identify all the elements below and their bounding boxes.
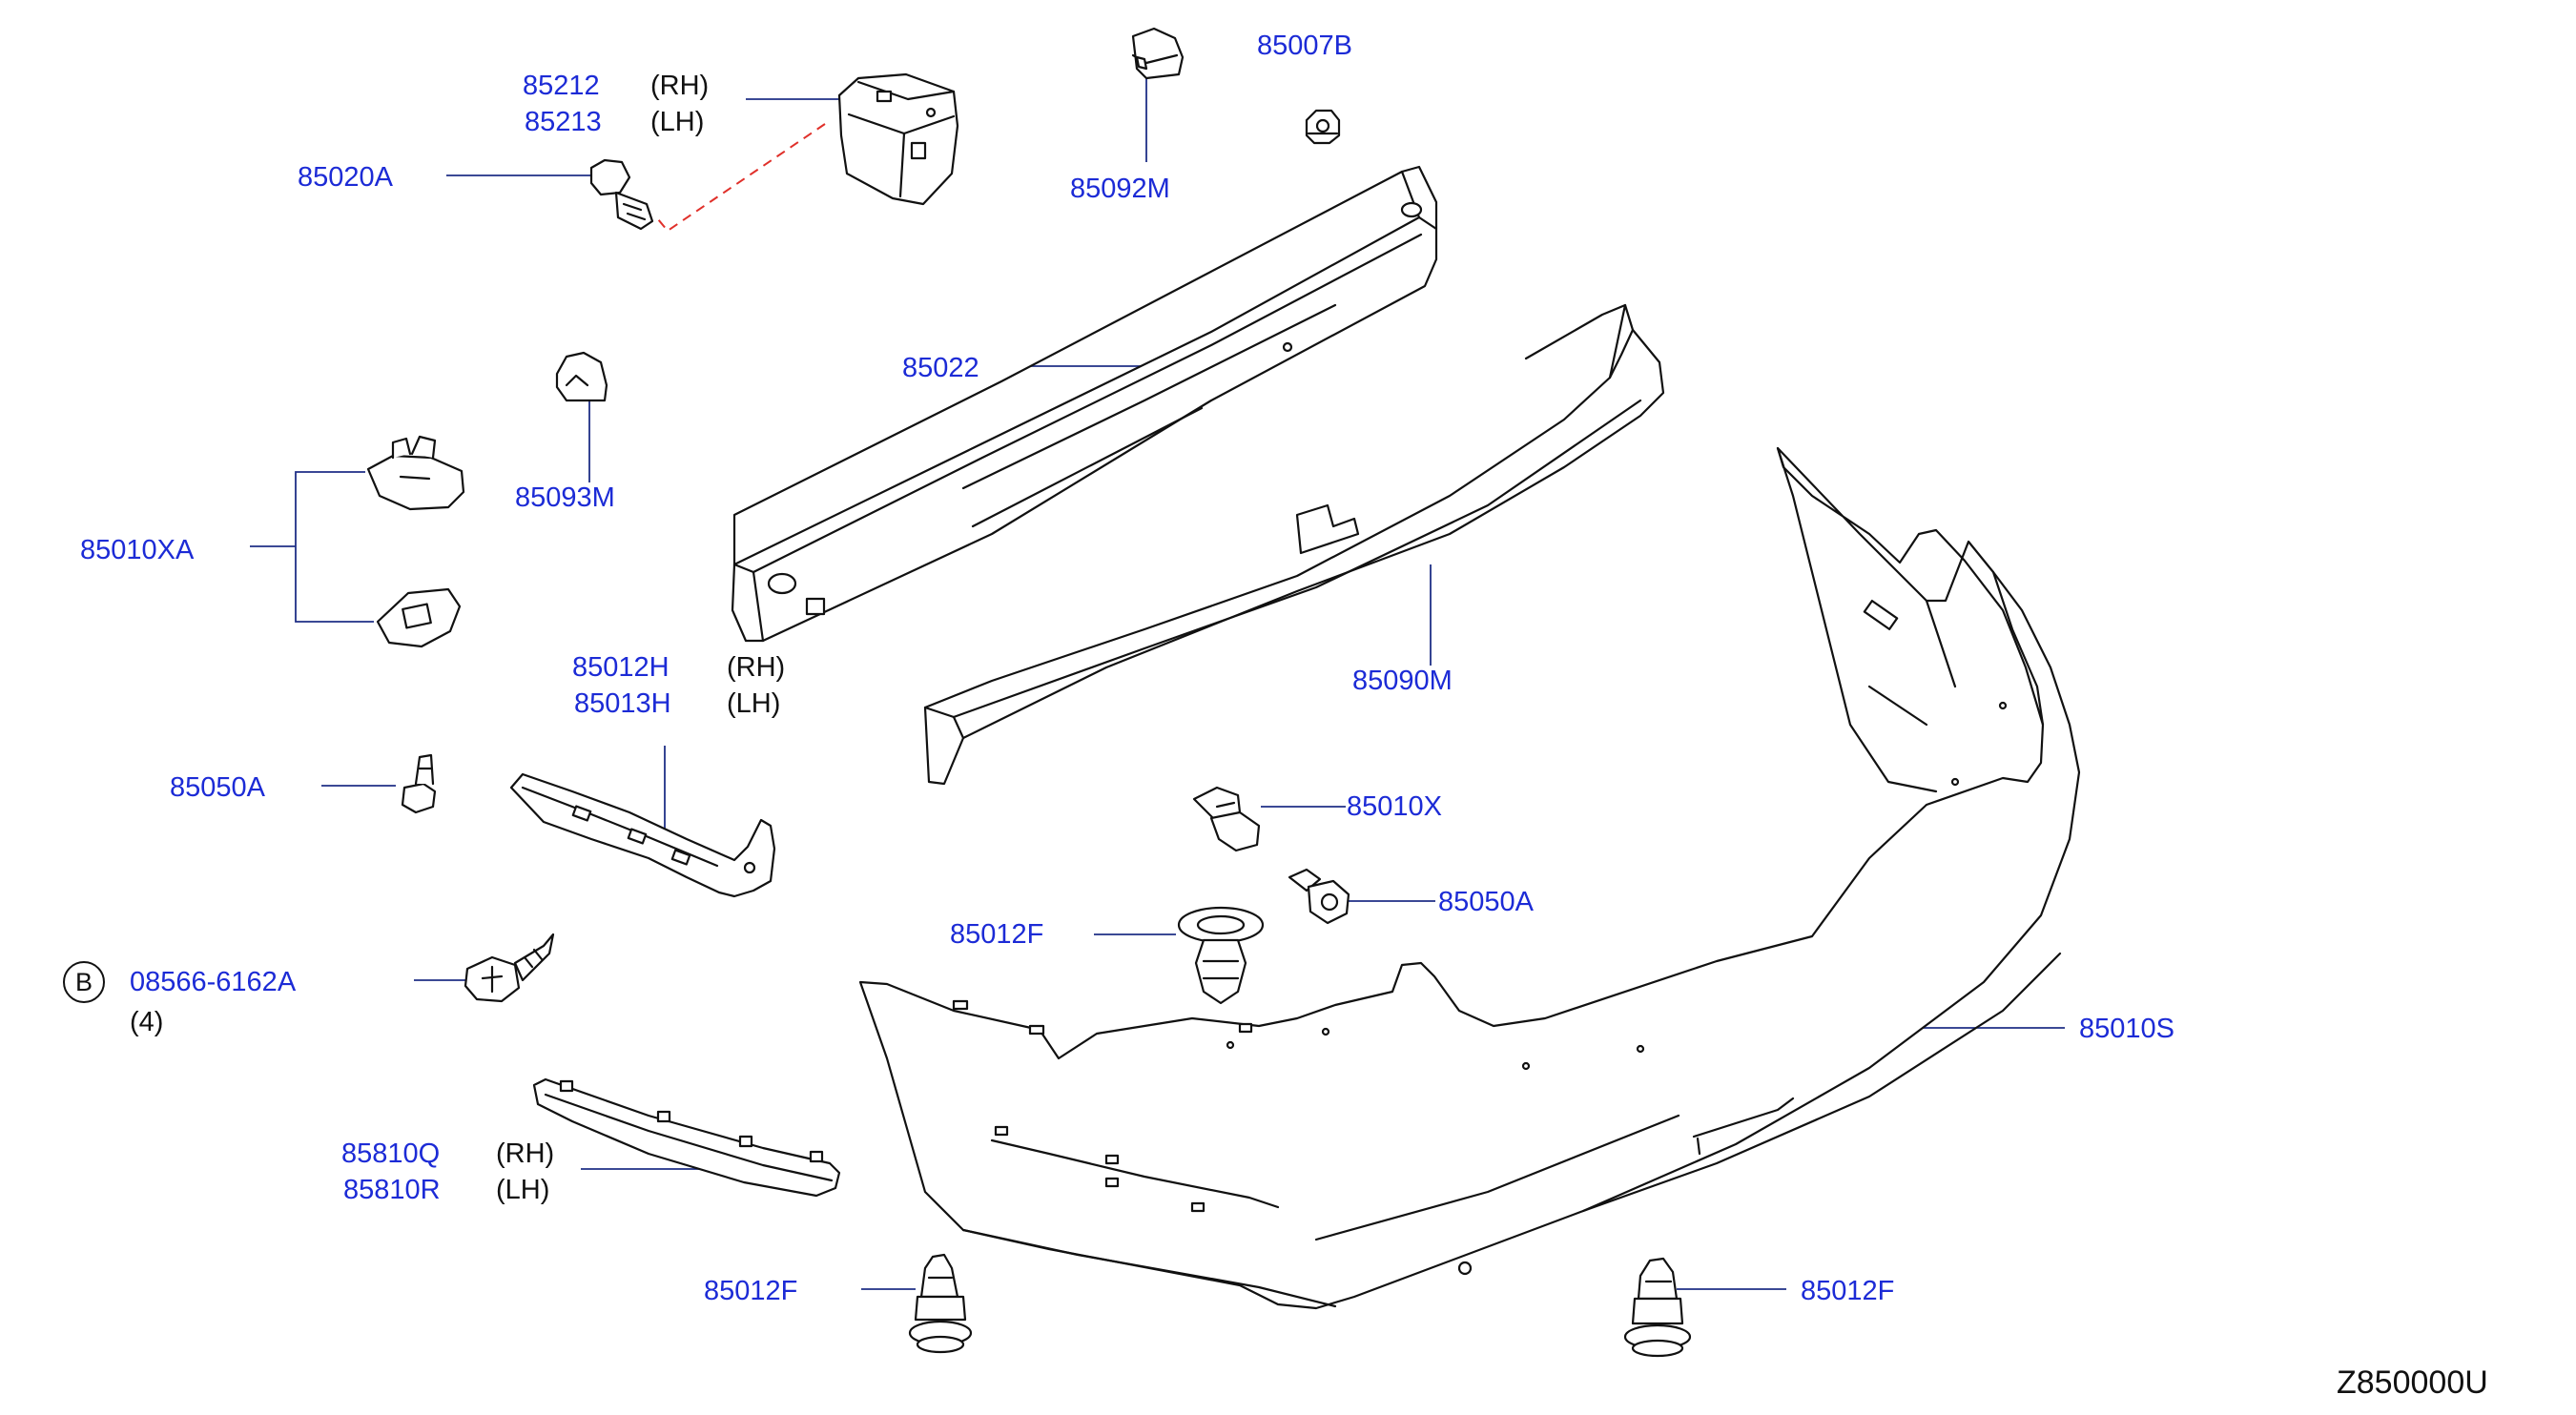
label-85810q-side: (RH) [496,1138,555,1169]
clip-85010xa-upper-drawing [366,435,465,511]
clip-85012f-mid-drawing [1177,906,1265,1005]
screw-85050a-left-drawing [401,753,437,814]
label-85013h: 85013H [574,688,671,719]
label-85012f-left: 85012F [704,1276,798,1306]
label-08566-6162a: 08566-6162A [130,967,297,997]
reinforcement-85022-drawing [731,165,1438,643]
bumper-fascia-85010s-drawing [858,446,2081,1310]
clip-85012f-left-drawing [908,1253,973,1354]
bracket-85012h-drawing [509,772,776,898]
screw-08566-6162a-drawing [464,933,555,1003]
label-08566-quantity: (4) [130,1007,164,1037]
label-85012h: 85012H [572,652,670,683]
label-85810r: 85810R [343,1175,441,1205]
label-85007b: 85007B [1257,31,1352,61]
leader-lines [250,72,2065,1290]
label-85050a-left: 85050A [170,772,265,803]
label-85013h-side: (LH) [727,688,781,719]
reference-marker-b: B [63,961,105,1003]
retainer-85010x-drawing [1192,786,1261,852]
stopper-85093m-drawing [555,351,608,402]
label-85213: 85213 [525,107,602,137]
label-85212-side: (RH) [650,71,710,101]
diagram-reference-code: Z850000U [2337,1364,2488,1401]
label-85050a-right: 85050A [1438,887,1534,917]
clip-85012f-right-drawing [1623,1257,1692,1358]
label-85010xa: 85010XA [80,535,195,565]
nut-85007b-drawing [1305,109,1341,145]
label-85012h-side: (RH) [727,652,786,683]
label-85022: 85022 [902,353,979,383]
energy-absorber-85090m-drawing [923,303,1665,786]
label-85010s: 85010S [2079,1014,2174,1044]
bracket-85212-drawing [837,72,959,206]
bolt-85020a-drawing [589,158,654,231]
reflector-85810q-drawing [532,1077,841,1198]
label-85020a: 85020A [298,162,393,193]
label-85212: 85212 [523,71,600,101]
label-85213-side: (LH) [650,107,705,137]
label-85093m: 85093M [515,482,615,513]
label-85090m: 85090M [1352,666,1453,696]
label-85010x: 85010X [1347,791,1442,822]
label-85810r-side: (LH) [496,1175,550,1205]
screw-85050a-right-drawing [1288,868,1350,925]
label-85012f-right: 85012F [1801,1276,1895,1306]
stopper-85092m-drawing [1131,27,1185,80]
label-85012f-mid: 85012F [950,919,1044,950]
label-85810q: 85810Q [341,1138,441,1169]
clip-85010xa-lower-drawing [376,587,462,648]
label-85092m: 85092M [1070,174,1170,204]
